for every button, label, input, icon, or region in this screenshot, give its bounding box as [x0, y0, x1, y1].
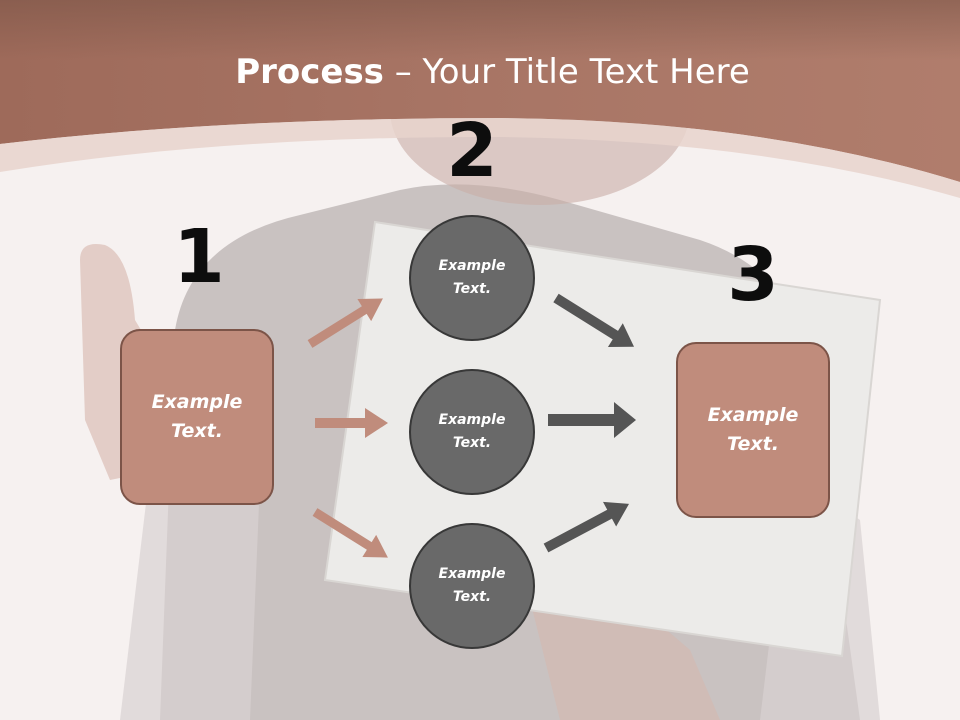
right-process-box[interactable]: Example Text.: [676, 342, 830, 518]
circle-middle-text: Example Text.: [438, 412, 506, 451]
circle-top-text: Example Text.: [438, 258, 506, 297]
circle-bottom-text: Example Text.: [438, 566, 506, 605]
right-box-text: Example Text.: [707, 404, 799, 455]
circle-bottom[interactable]: Example Text.: [409, 523, 535, 649]
circle-middle[interactable]: Example Text.: [409, 369, 535, 495]
slide-title: Process – Your Title Text Here: [0, 52, 960, 92]
step-number-3: 3: [727, 232, 779, 318]
step-number-2: 2: [446, 108, 498, 194]
title-rest: – Your Title Text Here: [383, 52, 750, 92]
left-box-text: Example Text.: [151, 391, 243, 442]
left-process-box[interactable]: Example Text.: [120, 329, 274, 505]
circle-top[interactable]: Example Text.: [409, 215, 535, 341]
step-number-1: 1: [173, 214, 225, 300]
title-bold: Process: [235, 52, 384, 92]
